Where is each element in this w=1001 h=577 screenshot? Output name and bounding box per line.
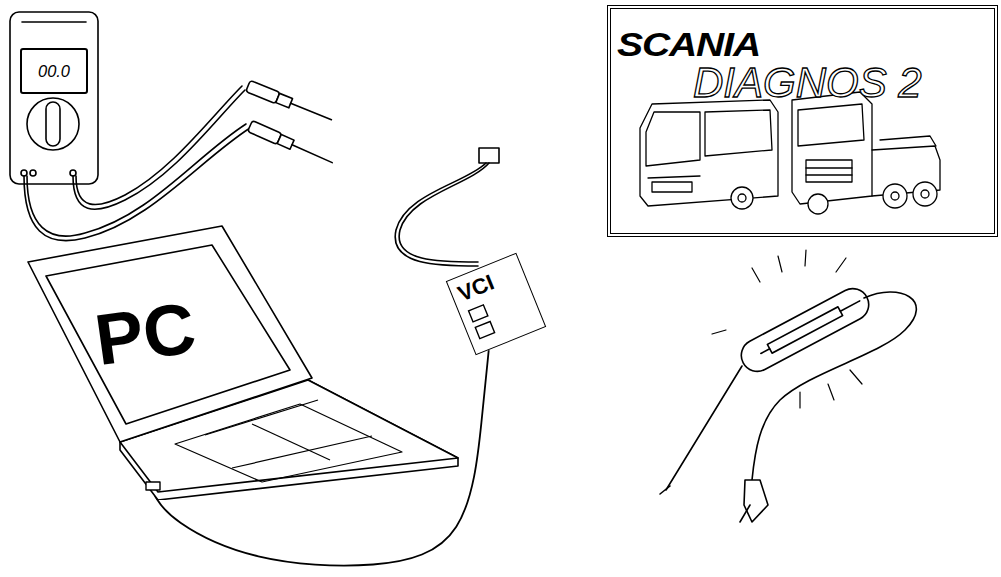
- vci-interface: VCI: [446, 253, 546, 356]
- node-label: 00.0: [22, 62, 86, 81]
- software-name: DIAGNOS 2: [693, 59, 922, 107]
- multimeter: [10, 12, 335, 241]
- brand-name: SCANIA: [617, 25, 760, 64]
- node-label: VCI: [454, 269, 498, 307]
- test-lamp: [660, 250, 916, 522]
- node-label: PC: [90, 286, 200, 381]
- software-title-box: SCANIADIAGNOS 2: [607, 5, 998, 237]
- laptop-outline: [20, 222, 460, 500]
- meter-display: 00.0: [20, 48, 88, 94]
- bus-truck-illustration: [640, 92, 940, 214]
- vehicle-cable: [395, 148, 499, 266]
- vci-indicators: [446, 253, 546, 356]
- laptop-pc: PC: [20, 222, 460, 500]
